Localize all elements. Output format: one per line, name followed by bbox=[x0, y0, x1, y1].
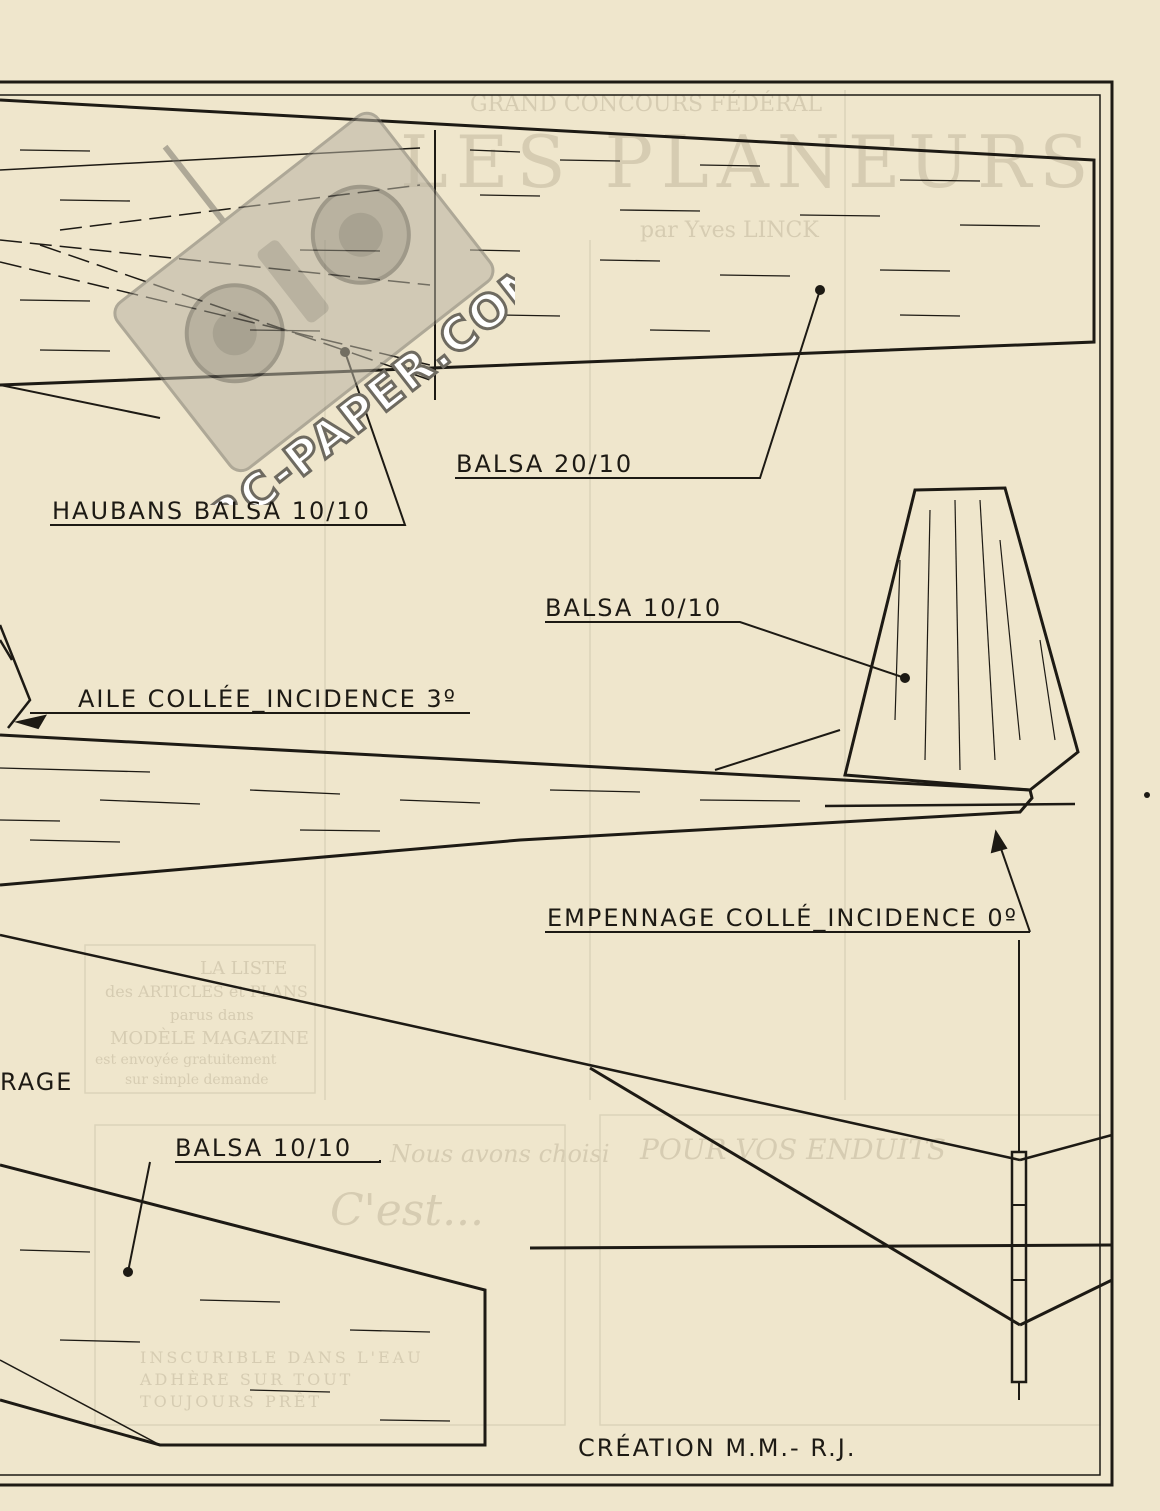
ghost-byline: par Yves LINCK bbox=[640, 218, 819, 243]
ghost-box1-line5: est envoyée gratuitement bbox=[95, 1052, 277, 1068]
tailplane-part bbox=[0, 1163, 487, 1447]
nose-fragment bbox=[0, 624, 32, 729]
ghost-ad-line4: ADHÈRE SUR TOUT bbox=[140, 1370, 354, 1389]
label-balsa-10-fin: BALSA 10/10 bbox=[545, 594, 723, 622]
ghost-box1-line1: LA LISTE bbox=[200, 958, 288, 979]
ghost-box1-line3: parus dans bbox=[170, 1006, 254, 1024]
ghost-box1-line4: MODÈLE MAGAZINE bbox=[110, 1028, 309, 1049]
ghost-ad-line3: INSCURIBLE DANS L'EAU bbox=[140, 1348, 424, 1367]
right-stick-icon bbox=[338, 212, 383, 257]
label-rage: RAGE bbox=[0, 1068, 74, 1096]
ghost-ad-line1: Nous avons choisi bbox=[390, 1140, 610, 1168]
left-stick-icon bbox=[212, 311, 257, 356]
ghost-header-line2: LES PLANEURS bbox=[400, 120, 1097, 204]
label-empennage-incidence: EMPENNAGE COLLÉ_INCIDENCE 0º bbox=[547, 904, 1018, 932]
antenna-icon bbox=[162, 144, 226, 224]
label-balsa-10-bottom: BALSA 10/10 bbox=[175, 1134, 353, 1162]
ghost-box1-line2: des ARTICLES et PLANS bbox=[105, 982, 308, 1001]
stray-dot bbox=[1144, 792, 1150, 798]
label-aile-incidence: AILE COLLÉE_INCIDENCE 3º bbox=[78, 685, 457, 713]
fuselage bbox=[0, 729, 1076, 887]
label-balsa-20: BALSA 20/10 bbox=[456, 450, 634, 478]
ghost-box1-line6: sur simple demande bbox=[125, 1072, 269, 1088]
ghost-ad-line5: TOUJOURS PRÊT bbox=[140, 1392, 323, 1411]
rc-paper-watermark: RC-PAPER.COM bbox=[113, 111, 515, 505]
ghost-ad-line2: C'est... bbox=[330, 1185, 485, 1236]
page-frame bbox=[0, 80, 1114, 1487]
fin bbox=[843, 486, 1080, 792]
front-view bbox=[0, 933, 1113, 1400]
leader-lines bbox=[14, 285, 1031, 1277]
label-creation: CRÉATION M.M.- R.J. bbox=[578, 1434, 857, 1462]
label-haubans: HAUBANS BALSA 10/10 bbox=[52, 497, 371, 525]
ghost-right-box-title: POUR VOS ENDUITS bbox=[640, 1133, 947, 1166]
center-switch bbox=[257, 240, 329, 323]
ghost-header-line1: GRAND CONCOURS FÉDÉRAL bbox=[470, 92, 823, 117]
